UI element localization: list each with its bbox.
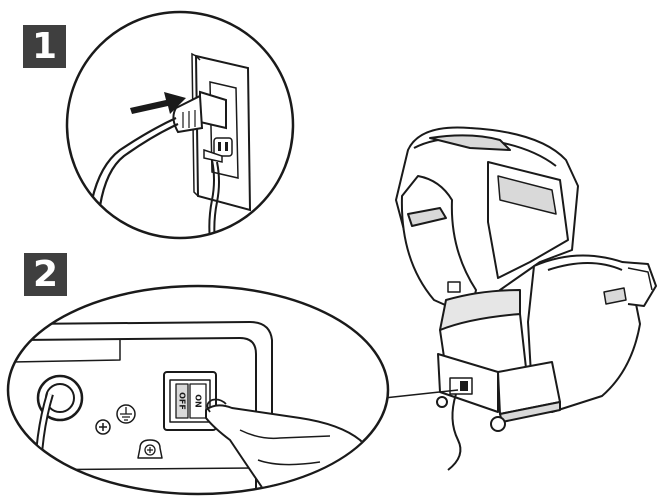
chair-power-cord — [448, 394, 460, 470]
outlet-detail-circle — [67, 12, 293, 242]
switch-detail-ellipse: OFF ON — [8, 286, 388, 499]
switch-on-label: ON — [194, 394, 203, 408]
wall-outlet-plate — [192, 54, 250, 210]
massage-chair — [396, 127, 656, 431]
switch-off-label: OFF — [178, 392, 187, 410]
